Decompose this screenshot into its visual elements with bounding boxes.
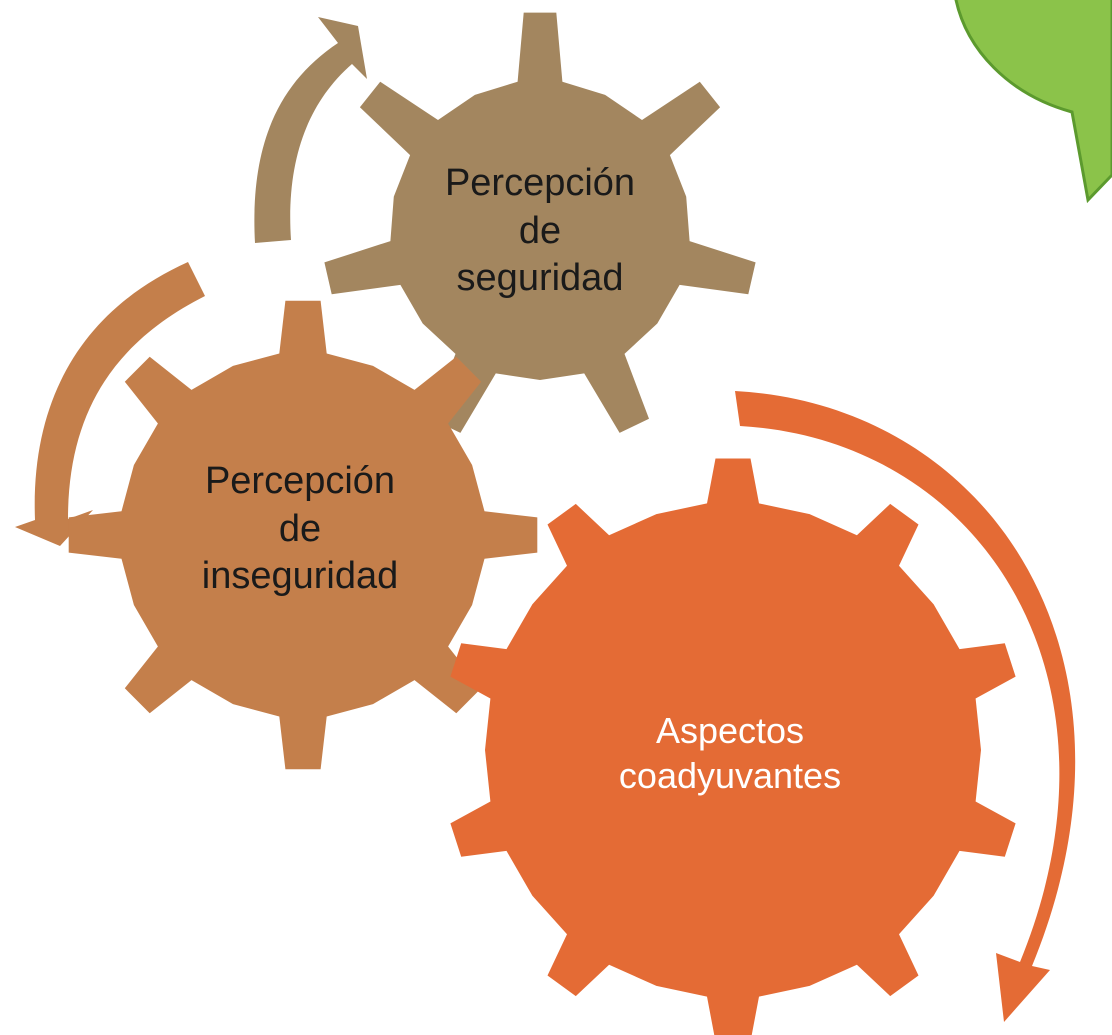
gear-seguridad: [324, 12, 756, 433]
gear-shape-seguridad: [324, 12, 756, 433]
gear-inseguridad: [68, 300, 538, 770]
curved-arrow-seguridad: [254, 17, 367, 243]
label-line: Aspectos: [655, 710, 805, 751]
gear-label-coadyuvantes: Aspectos coadyuvantes: [560, 708, 900, 798]
label-line: de: [518, 209, 562, 252]
gear-shape-coadyuvantes: [450, 458, 1016, 1035]
label-line: de: [278, 507, 322, 550]
gear-label-seguridad: Percepción de seguridad: [400, 160, 680, 303]
green-callout-shape: [954, 0, 1112, 204]
label-line: coadyuvantes: [618, 755, 842, 796]
curved-arrow-inseguridad: [15, 262, 205, 546]
gear-shape-inseguridad: [68, 300, 538, 770]
label-line: inseguridad: [201, 555, 399, 597]
gear-label-inseguridad: Percepción de inseguridad: [160, 458, 440, 601]
label-line: Percepción: [444, 162, 636, 204]
label-line: Percepción: [204, 460, 396, 502]
gear-coadyuvantes: [450, 458, 1016, 1035]
curved-arrow-coadyuvantes: [735, 391, 1076, 1022]
label-line: seguridad: [456, 257, 624, 299]
